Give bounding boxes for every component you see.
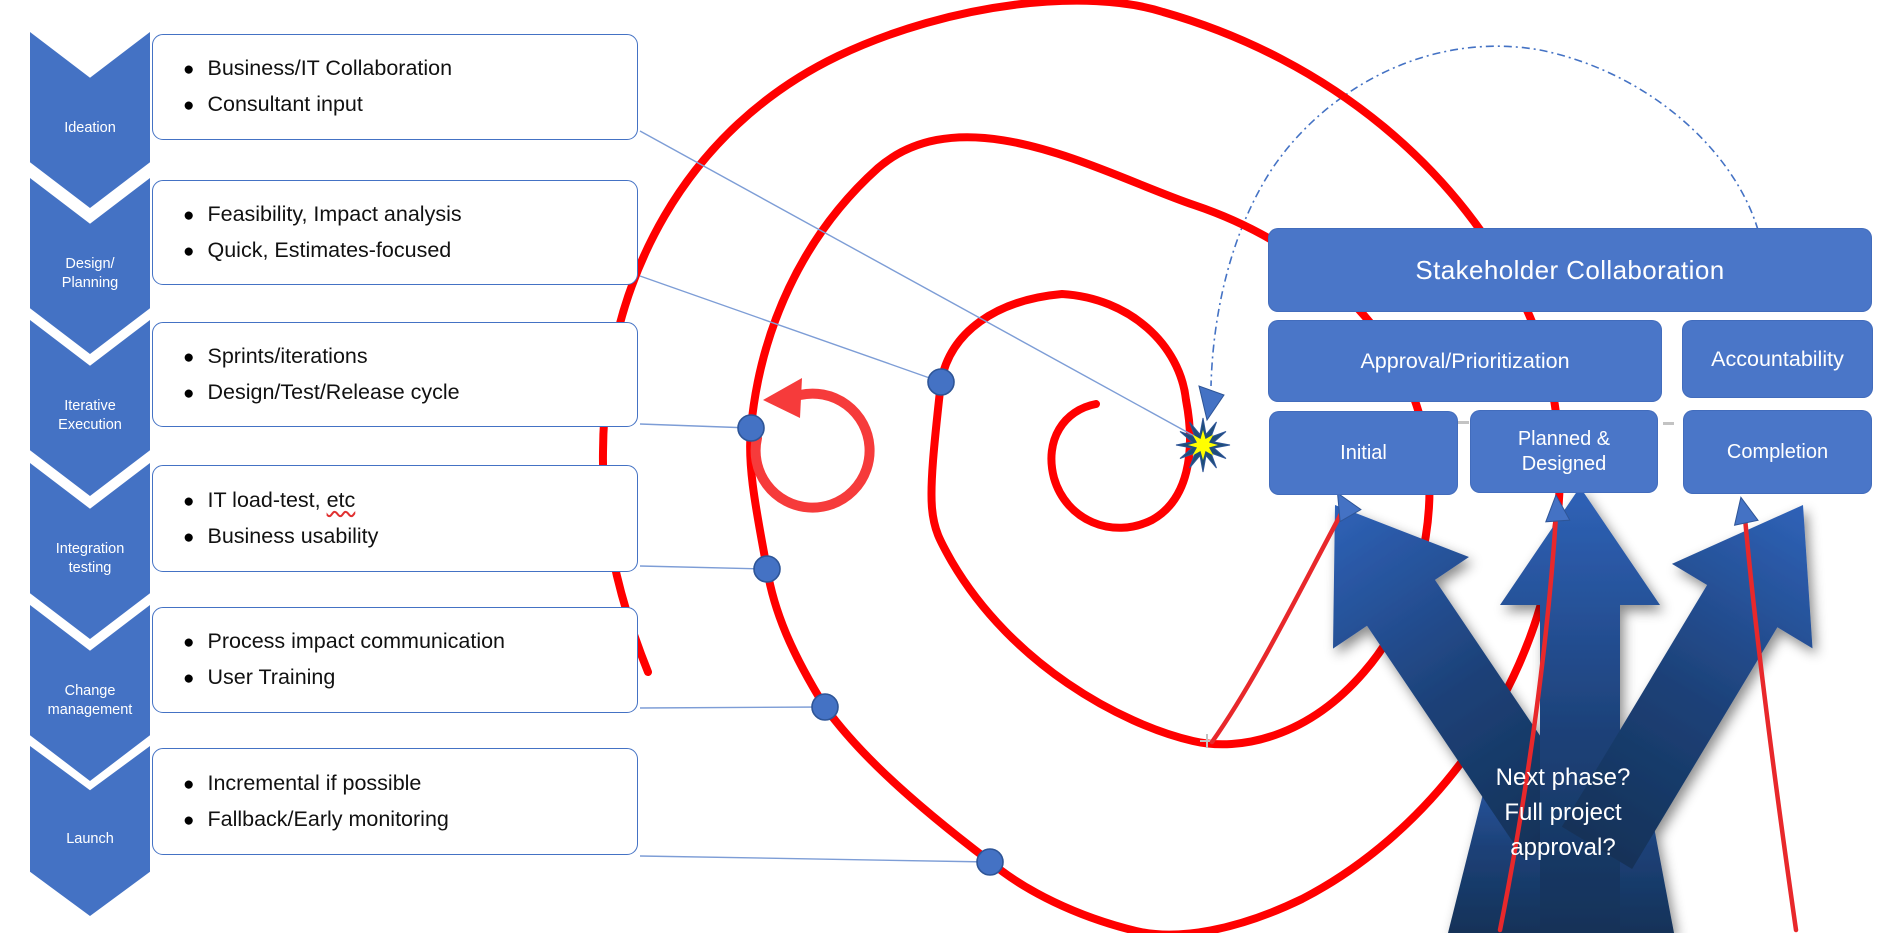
phase-box-design-planning: ● Feasibility, Impact analysis ● Quick, … (152, 180, 638, 285)
bullet-item: ● Consultant input (153, 87, 637, 123)
connector-change-management (639, 706, 826, 709)
bullet-icon: ● (183, 382, 195, 404)
bullet-text: Business usability (207, 523, 379, 548)
bullet-icon: ● (183, 773, 195, 795)
stakeholder-collaboration-header: Stakeholder Collaboration (1268, 228, 1872, 312)
phase-box-launch: ● Incremental if possible ● Fallback/Ear… (152, 748, 638, 855)
bullet-icon: ● (183, 668, 195, 689)
bullet-item: ● Process impact communication (153, 624, 637, 660)
starburst-icon (1175, 417, 1231, 473)
initial-box: Initial (1269, 411, 1458, 495)
bullet-text: Consultant input (207, 92, 363, 116)
bullet-item: ● Business usability (153, 519, 637, 555)
dashed-spiral-arc (1198, 45, 1759, 422)
bullet-item: ● Quick, Estimates-focused (153, 233, 637, 269)
swoosh-arrowheads (1336, 491, 1759, 526)
milestone-dot-iterative-execution (737, 414, 765, 442)
milestone-dot-launch (976, 848, 1004, 876)
bullet-text: Feasibility, Impact analysis (207, 201, 462, 226)
bullet-item: ● Design/Test/Release cycle (153, 375, 637, 411)
bullet-item: ● Incremental if possible (153, 766, 637, 802)
bullet-item: ● Feasibility, Impact analysis (153, 197, 637, 233)
connector-integration-testing (639, 565, 768, 570)
decision-question-text: Next phase? Full project approval? (1443, 760, 1683, 865)
decision-line: approval? (1510, 834, 1616, 861)
completion-box: Completion (1683, 410, 1872, 494)
circular-arrow-icon (750, 378, 875, 513)
accountability-box: Accountability (1682, 320, 1873, 398)
phase-box-change-management: ● Process impact communication ● User Tr… (152, 607, 638, 713)
milestone-dot-change-management (811, 693, 839, 721)
approval-prioritization-box: Approval/Prioritization (1268, 320, 1662, 402)
bullet-text: Sprints/iterations (207, 343, 368, 368)
bullet-item: ● User Training (153, 660, 637, 696)
chevron-label: Launch (66, 830, 114, 847)
gap-mark (1663, 422, 1674, 425)
chevron-label: Change management (47, 682, 133, 719)
bullet-text: User Training (207, 665, 336, 689)
bullet-text: Design/Test/Release cycle (207, 379, 460, 404)
bullet-icon: ● (183, 632, 195, 653)
chevron-label: Iterative Execution (58, 397, 122, 434)
bullet-item: ● Business/IT Collaboration (153, 51, 637, 87)
decision-line: Full project (1504, 799, 1622, 826)
bullet-item: ● Sprints/iterations (153, 339, 637, 375)
chevron-label: Integration testing (55, 540, 125, 577)
misspelled-word: etc (326, 487, 356, 512)
three-way-arrow-icon (1333, 487, 1813, 933)
bullet-icon: ● (183, 95, 195, 116)
planned-designed-box: Planned & Designed (1470, 410, 1658, 493)
phase-box-iterative-execution: ● Sprints/iterations ● Design/Test/Relea… (152, 322, 638, 427)
bullet-text: Process impact communication (207, 629, 506, 653)
milestone-dot-design-planning (927, 368, 955, 396)
bullet-icon: ● (183, 809, 195, 831)
bullet-item: ● Fallback/Early monitoring (153, 802, 637, 838)
connector-iterative-execution (639, 423, 752, 429)
bullet-text: Quick, Estimates-focused (207, 237, 452, 262)
swoosh-to-initial (1209, 509, 1345, 745)
bullet-text: Fallback/Early monitoring (207, 806, 449, 831)
decision-line: Next phase? (1495, 764, 1631, 791)
bullet-text: Incremental if possible (207, 770, 422, 795)
connector-launch (639, 855, 991, 863)
connector-ideation (639, 130, 1197, 438)
bullet-text: Business/IT Collaboration (207, 56, 453, 80)
dashed-spiral-arrowhead-icon (1198, 385, 1225, 422)
bullet-icon: ● (183, 526, 195, 548)
bullet-icon: ● (183, 490, 195, 512)
chevron-label: Ideation (64, 119, 116, 136)
spiral-milestone-dots (737, 368, 1004, 876)
swoosh-to-completion (1742, 515, 1799, 933)
phase-box-ideation: ● Business/IT Collaboration ● Consultant… (152, 34, 638, 140)
bullet-icon: ● (183, 240, 195, 262)
bullet-icon: ● (183, 59, 195, 80)
milestone-dot-integration-testing (753, 555, 781, 583)
connector-design-planning (639, 275, 942, 383)
phase-box-integration-testing: ● IT load-test, etc ● Business usability (152, 465, 638, 572)
gap-mark (1458, 421, 1469, 424)
phase-connector-lines (639, 130, 1197, 863)
red-swoosh-arrows (1209, 509, 1799, 933)
bullet-icon: ● (183, 346, 195, 368)
decision-arrow-right (1561, 505, 1813, 869)
bullet-text: IT load-test, etc (207, 487, 356, 512)
chevron-label: Design/ Planning (61, 255, 119, 292)
bullet-item: ● IT load-test, etc (153, 483, 637, 519)
bullet-icon: ● (183, 204, 195, 226)
swoosh-to-planned (1497, 513, 1559, 933)
